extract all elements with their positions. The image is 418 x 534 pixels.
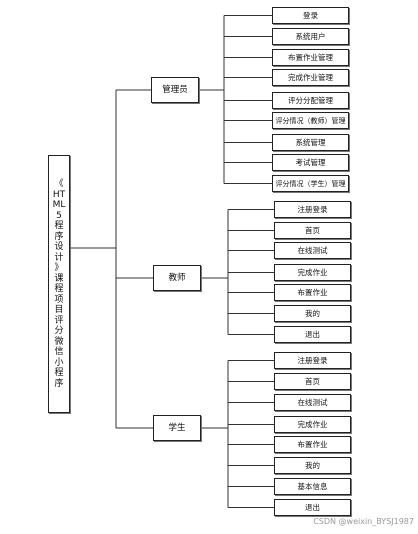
- leaf-node-admin-3: 布置作业管理: [272, 49, 349, 66]
- leaf-node-student-6: 我的: [274, 457, 351, 474]
- leaf-node-admin-8: 考试管理: [272, 154, 349, 171]
- leaf-node-admin-4: 完成作业管理: [272, 69, 349, 86]
- leaf-node-teacher-4: 完成作业: [274, 264, 351, 281]
- leaf-node-student-8: 退出: [274, 499, 351, 516]
- leaf-node-teacher-7: 退出: [274, 326, 351, 343]
- leaf-node-teacher-1: 注册登录: [274, 201, 351, 218]
- leaf-node-student-4: 完成作业: [274, 416, 351, 433]
- leaf-node-student-2: 首页: [274, 373, 351, 390]
- leaf-node-teacher-6: 我的: [274, 305, 351, 322]
- leaf-node-student-3: 在线测试: [274, 394, 351, 411]
- leaf-node-admin-2: 系统用户: [272, 28, 349, 45]
- leaf-node-admin-9: 评分情况（学生）管理: [272, 175, 349, 192]
- leaf-node-admin-5: 评分分配管理: [272, 92, 349, 109]
- role-node-admin: 管理员: [151, 77, 199, 103]
- leaf-node-student-5: 布置作业: [274, 436, 351, 453]
- role-node-teacher: 教师: [153, 265, 201, 291]
- leaf-node-teacher-2: 首页: [274, 222, 351, 239]
- leaf-node-admin-7: 系统管理: [272, 134, 349, 151]
- leaf-node-admin-1: 登录: [272, 7, 349, 24]
- role-node-student: 学生: [153, 415, 201, 441]
- leaf-node-teacher-3: 在线测试: [274, 242, 351, 259]
- leaf-node-student-1: 注册登录: [274, 352, 351, 369]
- leaf-node-teacher-5: 布置作业: [274, 284, 351, 301]
- leaf-node-admin-6: 评分情况（教师）管理: [272, 112, 349, 129]
- watermark: CSDN @weixin_BYSJ1987: [313, 517, 414, 526]
- leaf-node-student-7: 基本信息: [274, 478, 351, 495]
